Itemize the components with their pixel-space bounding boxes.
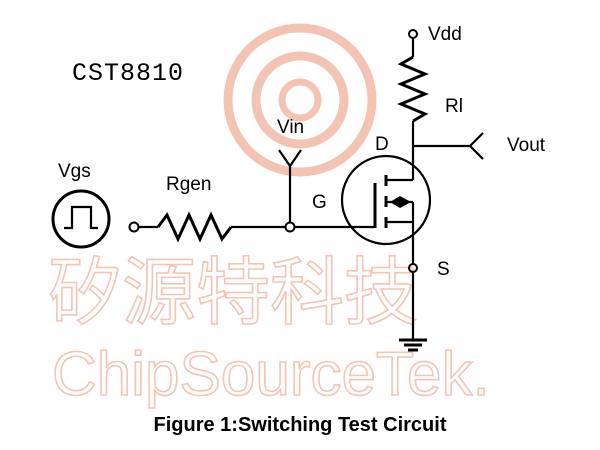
- vdd-terminal: [408, 29, 418, 39]
- mosfet-symbol: [290, 154, 432, 264]
- source-label: S: [437, 259, 450, 280]
- pulse-source: [51, 189, 111, 249]
- rgen-label: Rgen: [166, 174, 211, 195]
- watermark-logo: [223, 23, 377, 177]
- watermark: 矽源特科技 ChipSourceTek.: [47, 23, 490, 410]
- pulse-input-terminal: [128, 221, 140, 233]
- vout-label: Vout: [507, 135, 546, 156]
- rgen-resistor: [138, 211, 286, 243]
- watermark-chinese: 矽源特科技: [48, 250, 418, 336]
- rl-label: Rl: [445, 96, 463, 117]
- part-number: CST8810: [72, 59, 184, 88]
- gate-node: [284, 221, 296, 233]
- vdd-label: Vdd: [428, 24, 462, 45]
- vgs-label: Vgs: [58, 161, 91, 182]
- gate-label: G: [312, 192, 327, 213]
- vin-input: [278, 149, 302, 222]
- load-resistor: [397, 38, 429, 172]
- drain-label: D: [375, 134, 389, 155]
- figure-caption: Figure 1:Switching Test Circuit: [154, 414, 447, 436]
- vout-output: [413, 132, 484, 160]
- vin-label: Vin: [277, 117, 304, 138]
- pulse-waveform-icon: [64, 205, 98, 230]
- ground-symbol: [399, 272, 427, 352]
- watermark-english: ChipSourceTek.: [52, 340, 490, 409]
